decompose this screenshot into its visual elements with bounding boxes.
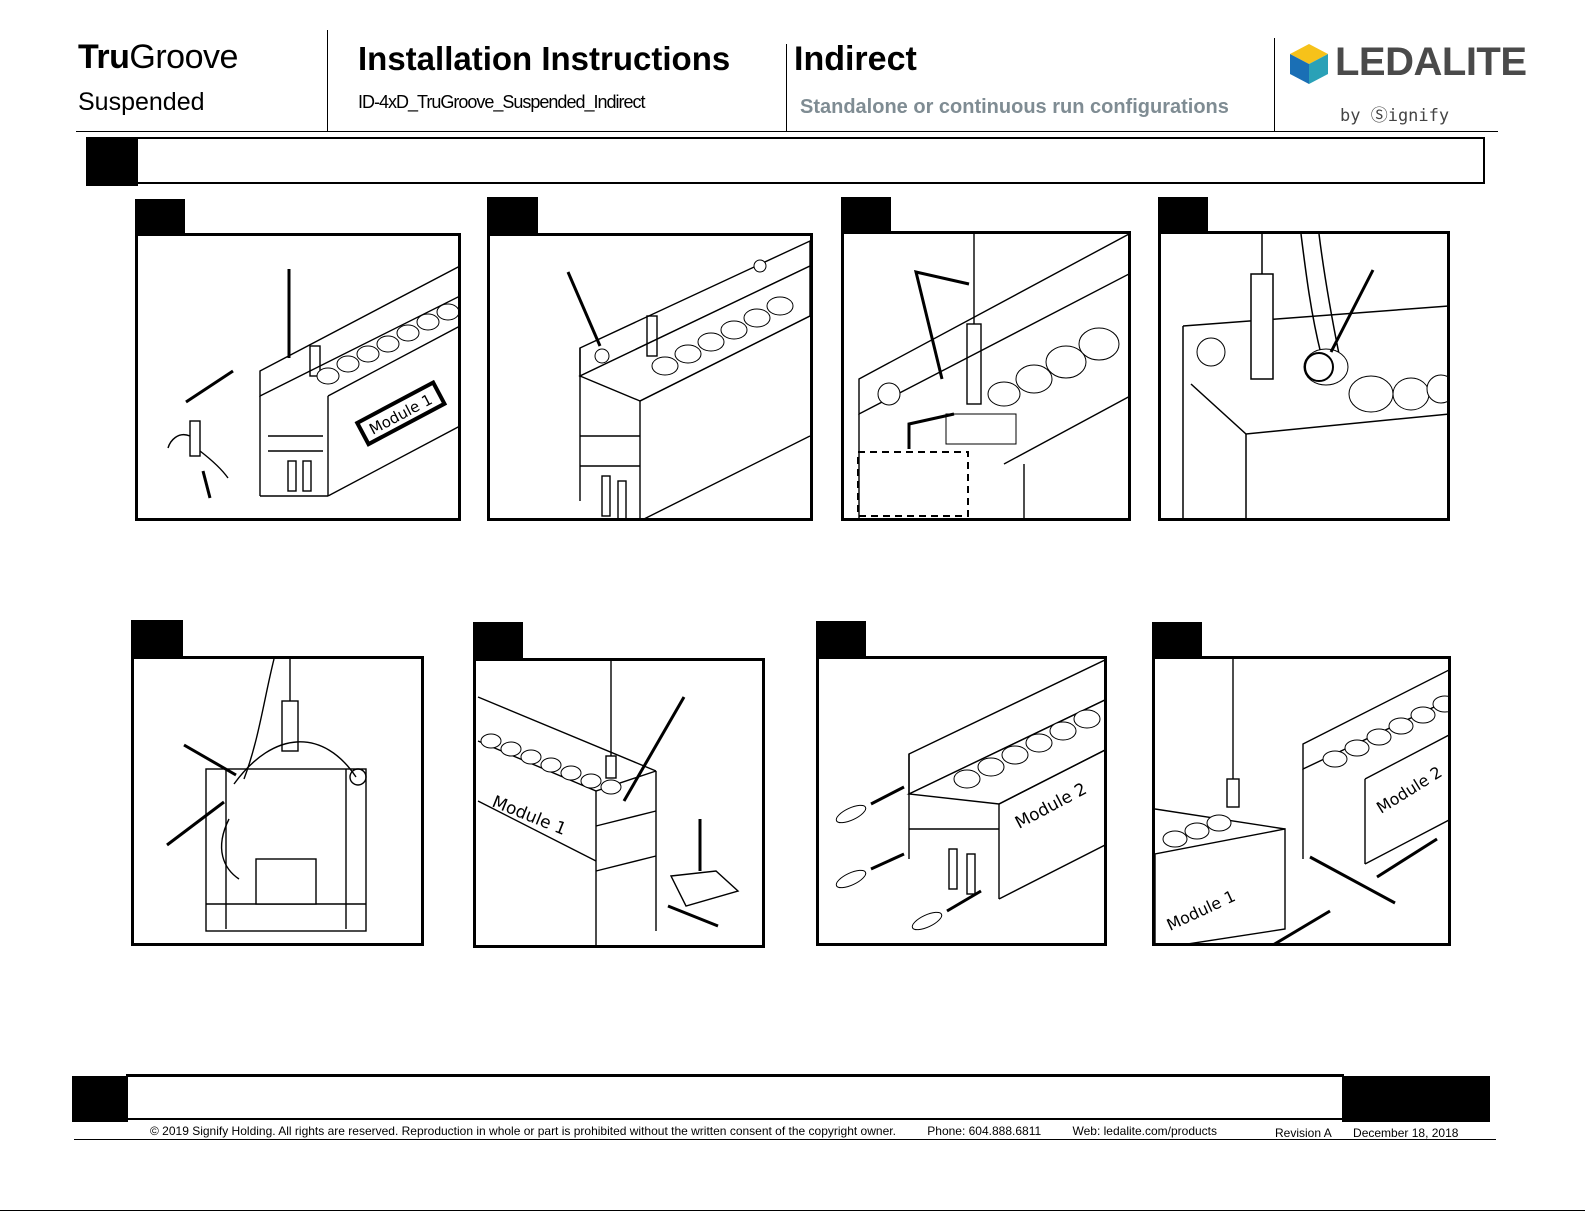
step-4-illustration xyxy=(1182,234,1447,518)
step-number-tab xyxy=(131,620,183,660)
header-divider xyxy=(1274,38,1275,132)
step-number-tab xyxy=(135,199,185,236)
header-divider xyxy=(786,44,787,132)
step-number-tab xyxy=(841,197,891,236)
page-bottom-rule xyxy=(0,1210,1585,1211)
footer-note-bar xyxy=(126,1074,1344,1120)
section-title-bar xyxy=(136,137,1485,184)
web-text: Web: ledalite.com/products xyxy=(1072,1124,1218,1138)
revision-info: Revision A December 18, 2018 xyxy=(1275,1126,1458,1140)
step-number-tab xyxy=(473,622,523,662)
step-number-tab xyxy=(487,197,538,236)
document-id: ID-4xD_TruGroove_Suspended_Indirect xyxy=(358,92,646,112)
phone-text: Phone: 604.888.6811 xyxy=(927,1124,1042,1138)
step-panel-1: Module 1 xyxy=(135,233,461,521)
step-panel-6: Module 1 xyxy=(473,658,765,948)
header-divider xyxy=(327,30,328,132)
brand-rest: Groove xyxy=(129,38,238,76)
ledalite-logo-icon xyxy=(1290,44,1328,84)
module-label: Module 1 xyxy=(489,792,569,840)
step-2-illustration xyxy=(566,240,810,518)
step-number-tab xyxy=(1152,622,1202,660)
step-5-illustration xyxy=(166,659,367,932)
step-panel-4 xyxy=(1158,231,1450,521)
section-number-tab xyxy=(86,137,138,186)
logo-text: LEDALITE xyxy=(1335,40,1527,84)
step-6-illustration: Module 1 xyxy=(477,661,740,945)
copyright-text: © 2019 Signify Holding. All rights are r… xyxy=(150,1124,896,1138)
step-panel-3 xyxy=(841,231,1131,521)
module-label: Module 2 xyxy=(1373,762,1445,817)
config-title: Indirect xyxy=(794,40,917,78)
footer-text: © 2019 Signify Holding. All rights are r… xyxy=(150,1124,1245,1138)
logo-by-text: by Ⓢignify xyxy=(1340,106,1450,126)
step-3-illustration xyxy=(857,234,1128,518)
footer-rule xyxy=(74,1139,1496,1140)
step-7-illustration: Module 2 xyxy=(835,659,1104,931)
step-panel-7: Module 2 xyxy=(816,656,1107,946)
step-panel-5 xyxy=(131,656,424,946)
step-number-tab xyxy=(816,621,866,661)
config-subtitle: Standalone or continuous run configurati… xyxy=(800,96,1229,118)
step-panel-2 xyxy=(487,233,813,521)
step-1-illustration: Module 1 xyxy=(167,266,458,499)
brand-subtitle: Suspended xyxy=(78,88,205,116)
step-panel-8: Module 1 Module 2 xyxy=(1152,656,1451,946)
header-rule xyxy=(76,131,1498,132)
date-text: December 18, 2018 xyxy=(1353,1126,1459,1140)
document-title: Installation Instructions xyxy=(358,40,731,77)
footer-left-tab xyxy=(72,1076,128,1122)
step-8-illustration: Module 1 Module 2 xyxy=(1155,659,1448,943)
revision-text: Revision A xyxy=(1275,1126,1332,1140)
brand-name: TruGroove xyxy=(78,38,238,77)
brand-bold: Tru xyxy=(78,38,130,76)
step-number-tab xyxy=(1158,197,1208,236)
footer-right-tab xyxy=(1342,1076,1490,1122)
